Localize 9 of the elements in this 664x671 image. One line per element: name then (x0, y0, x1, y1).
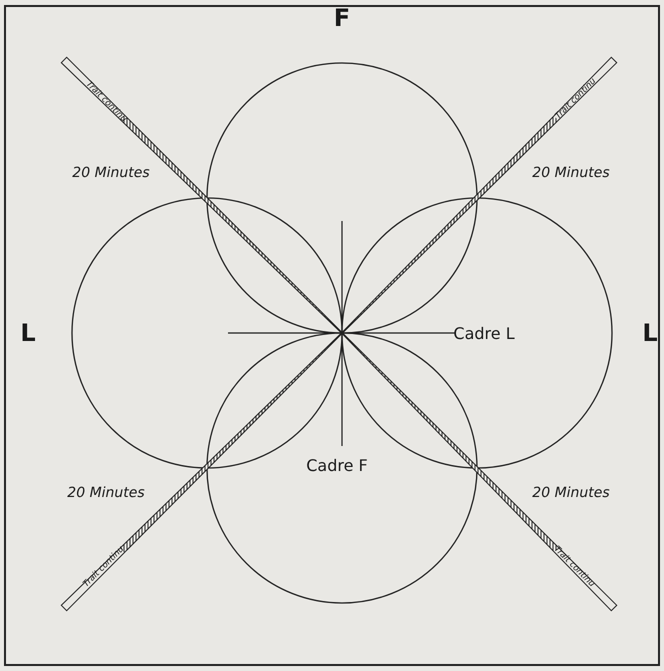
time-label: 20 Minutes (72, 166, 150, 180)
axis-letter: L (642, 321, 658, 345)
axis-letter: F (334, 6, 350, 30)
time-label: 20 Minutes (532, 166, 610, 180)
frame-label: Cadre F (306, 458, 368, 474)
axis-letter: L (20, 321, 36, 345)
time-label: 20 Minutes (532, 486, 610, 500)
time-label: 20 Minutes (67, 486, 145, 500)
frame-label: Cadre L (453, 326, 515, 342)
